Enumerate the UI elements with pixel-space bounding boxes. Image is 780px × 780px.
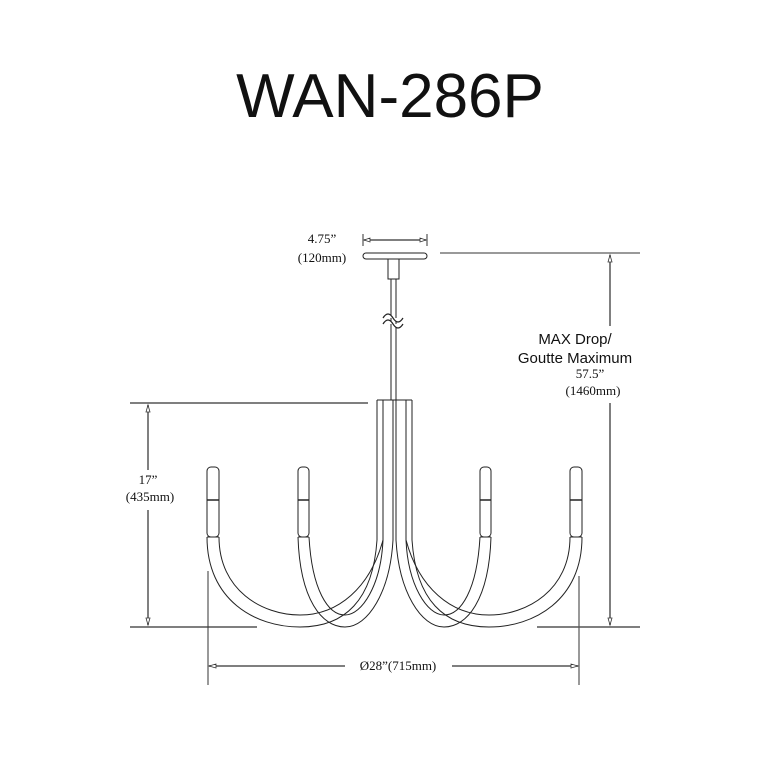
max-drop-imperial: 57.5” (576, 366, 605, 381)
break-symbol-icon (382, 313, 404, 329)
height-metric: (435mm) (126, 489, 174, 504)
model-title: WAN-286P (236, 62, 544, 131)
height-dimension: 17” (435mm) (126, 402, 368, 628)
diameter-label: Ø28”(715mm) (360, 658, 437, 673)
goutte-maximum-label: Goutte Maximum (518, 350, 632, 367)
max-drop-dimension: MAX Drop/ Goutte Maximum 57.5” (1460mm) (440, 252, 640, 627)
canopy-dimension: 4.75” (120mm) (298, 231, 428, 265)
max-drop-metric: (1460mm) (566, 383, 621, 398)
canopy (362, 252, 428, 400)
canopy-width-imperial: 4.75” (308, 231, 337, 246)
height-imperial: 17” (139, 472, 158, 487)
canopy-width-metric: (120mm) (298, 250, 346, 265)
max-drop-label: MAX Drop/ (538, 331, 612, 348)
chandelier-body (206, 399, 583, 628)
diameter-dimension: Ø28”(715mm) (207, 571, 640, 685)
